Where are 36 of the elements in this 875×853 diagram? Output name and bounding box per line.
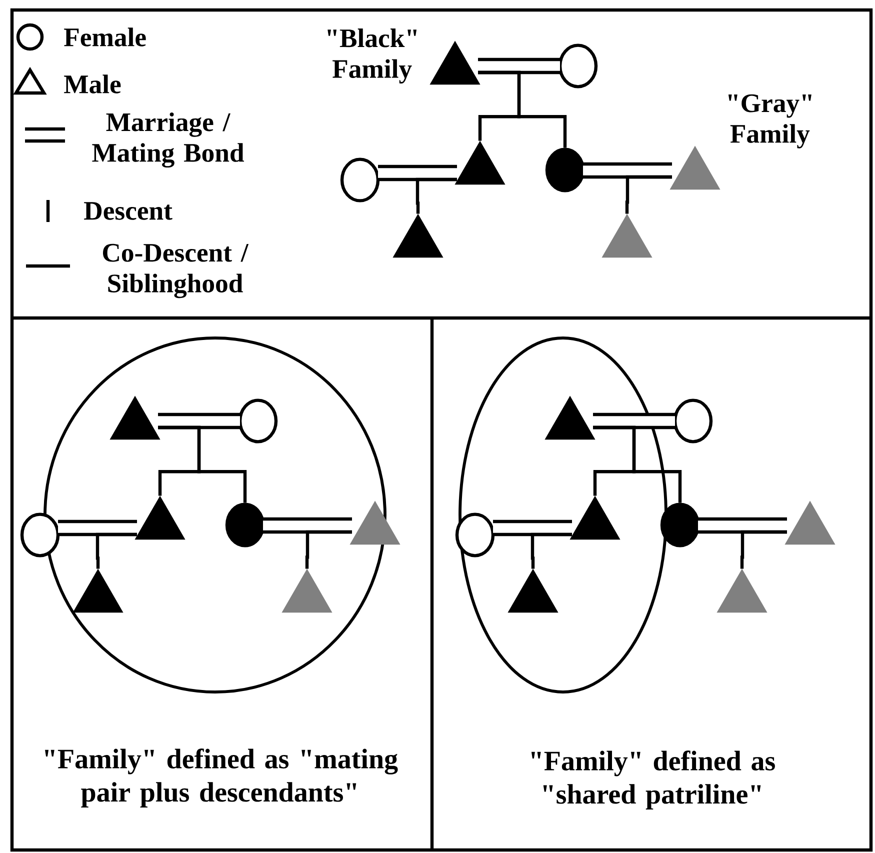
- marriage-line: [478, 58, 560, 74]
- marriage-line: [158, 412, 240, 430]
- female-symbol: [660, 502, 700, 548]
- marriage-line: [593, 412, 675, 430]
- female-symbol: [20, 512, 60, 558]
- marriage-line: [493, 520, 572, 536]
- female-symbol: [455, 512, 495, 558]
- marriage-line: [698, 517, 787, 534]
- female-symbol: [558, 44, 598, 88]
- legend-text: Marriage / Mating Bond: [92, 112, 244, 168]
- marriage-line: [378, 164, 457, 182]
- legend-text: Male: [64, 74, 121, 94]
- descent-line: [593, 426, 682, 503]
- family-label: "Black" Family: [328, 28, 417, 84]
- legend-text: Descent: [84, 202, 172, 220]
- marriage-line: [58, 520, 137, 536]
- caption: "Family" defined as "mating pair plus descendants": [45, 748, 398, 808]
- descent-line: [416, 178, 457, 214]
- marriage-line: [263, 517, 352, 534]
- descent-line: [740, 530, 787, 569]
- legend-text: Female: [64, 28, 146, 46]
- female-symbol: [225, 502, 265, 548]
- descent-line: [625, 175, 672, 214]
- family-label: "Gray" Family: [728, 94, 812, 148]
- descent-line: [158, 426, 247, 503]
- female-symbol: [673, 398, 713, 444]
- female-symbol: [545, 148, 585, 192]
- marriage-line: [583, 162, 672, 179]
- descent-line: [530, 532, 572, 569]
- caption: "Family" defined as "shared patriline": [531, 750, 775, 810]
- descent-line: [305, 530, 352, 569]
- female-symbol: [340, 158, 380, 202]
- legend-text: Co-Descent / Siblinghood: [103, 244, 249, 298]
- female-symbol: [238, 398, 278, 444]
- descent-line: [478, 70, 567, 148]
- descent-line: [96, 532, 137, 569]
